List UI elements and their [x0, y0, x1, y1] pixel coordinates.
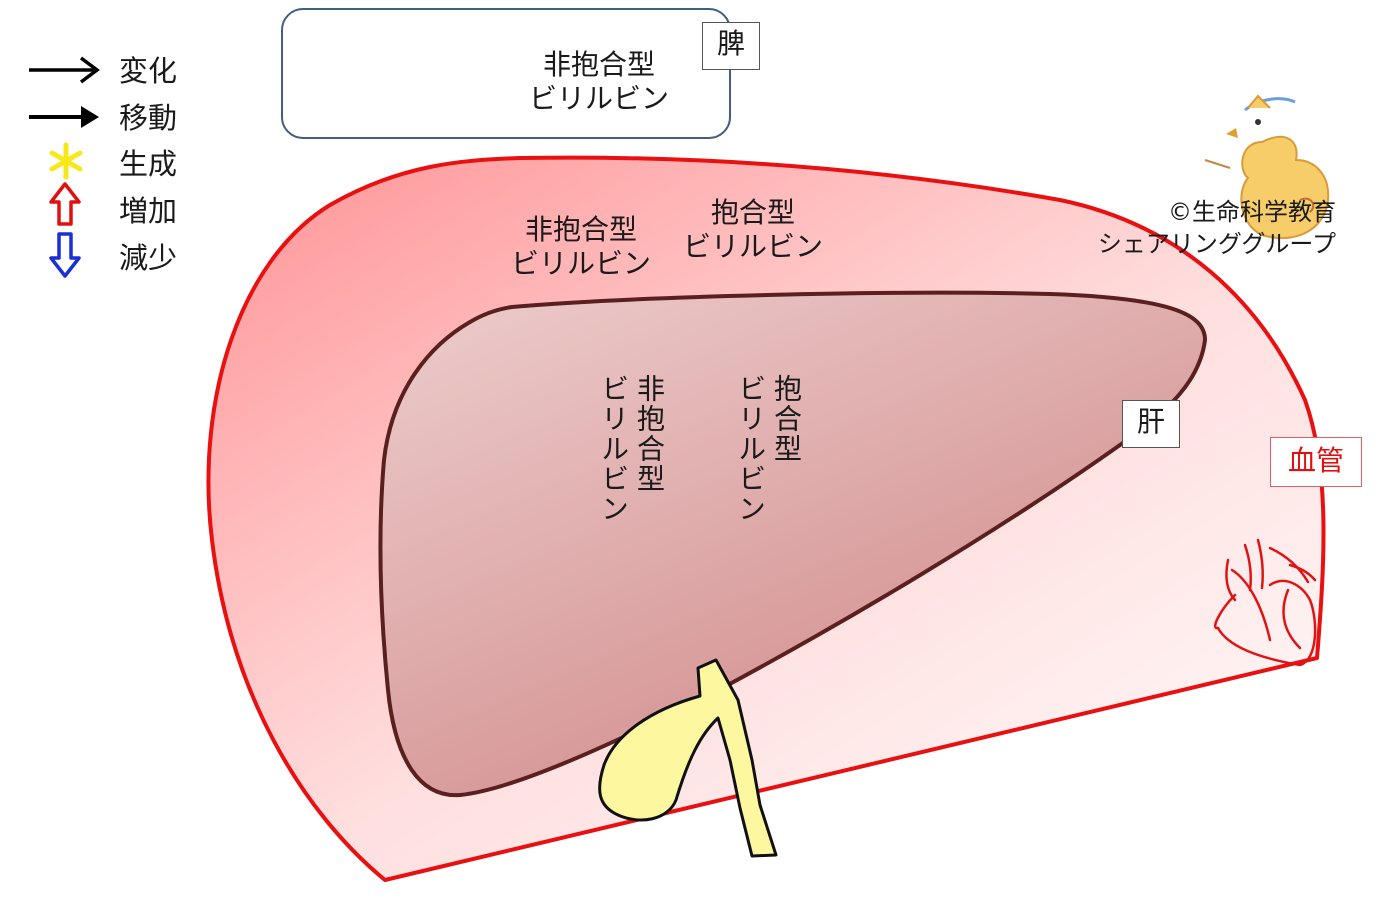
blood-conjugated-bilirubin: 抱合型 ビリルビン: [668, 196, 838, 264]
copyright-line1: ©生命科学教育: [1168, 198, 1336, 226]
liver-unconjugated-col1: 非抱合型: [633, 374, 666, 494]
filled-arrow-right-icon: [29, 106, 99, 128]
blood-unconjugated-line1: 非抱合型: [524, 213, 637, 246]
spleen-tag: 脾: [702, 22, 760, 70]
blood-vessel-tag: 血管: [1270, 437, 1362, 487]
chick-icon: [1204, 94, 1330, 240]
open-arrow-right-icon: [29, 56, 100, 84]
legend-change-label: 変化: [119, 54, 178, 88]
legend-generate-label: 生成: [119, 147, 178, 181]
liver-conjugated-bilirubin: 抱合型 ビリルビン: [733, 374, 803, 524]
gallbladder: [598, 658, 778, 858]
copyright-text: ©生命科学教育 シェアリンググループ: [1040, 196, 1336, 260]
liver-conjugated-col2: ビリルビン: [734, 374, 767, 524]
legend-generate: 生成: [25, 144, 225, 184]
legend-increase: 増加: [25, 191, 225, 231]
spleen-bilirubin-label: 非抱合型 ビリルビン: [524, 48, 674, 116]
spleen-box: [281, 8, 731, 139]
blue-down-hollow-arrow-icon: [49, 232, 81, 278]
liver-tag: 肝: [1122, 400, 1180, 448]
blood-conjugated-line2: ビリルビン: [682, 230, 823, 263]
liver-conjugated-col1: 抱合型: [770, 374, 803, 464]
yellow-asterisk-icon: [49, 142, 83, 180]
copyright-line2: シェアリンググループ: [1097, 230, 1336, 258]
blood-unconjugated-line2: ビリルビン: [510, 247, 651, 280]
heart-icon: [1213, 538, 1317, 667]
spleen-bilirubin-line2: ビリルビン: [528, 82, 669, 115]
red-up-hollow-arrow-icon: [49, 182, 81, 226]
blood-unconjugated-bilirubin: 非抱合型 ビリルビン: [496, 213, 666, 281]
legend-decrease: 減少: [25, 238, 225, 278]
legend-decrease-label: 減少: [119, 241, 178, 275]
legend-increase-label: 増加: [119, 194, 178, 228]
liver-unconjugated-col2: ビリルビン: [597, 374, 630, 524]
legend-change: 変化: [25, 51, 225, 91]
blood-conjugated-line1: 抱合型: [710, 196, 795, 229]
liver-unconjugated-bilirubin: 非抱合型 ビリルビン: [596, 374, 666, 524]
spleen-bilirubin-line1: 非抱合型: [542, 48, 655, 81]
legend-move-label: 移動: [119, 101, 178, 135]
legend-move: 移動: [25, 98, 225, 138]
